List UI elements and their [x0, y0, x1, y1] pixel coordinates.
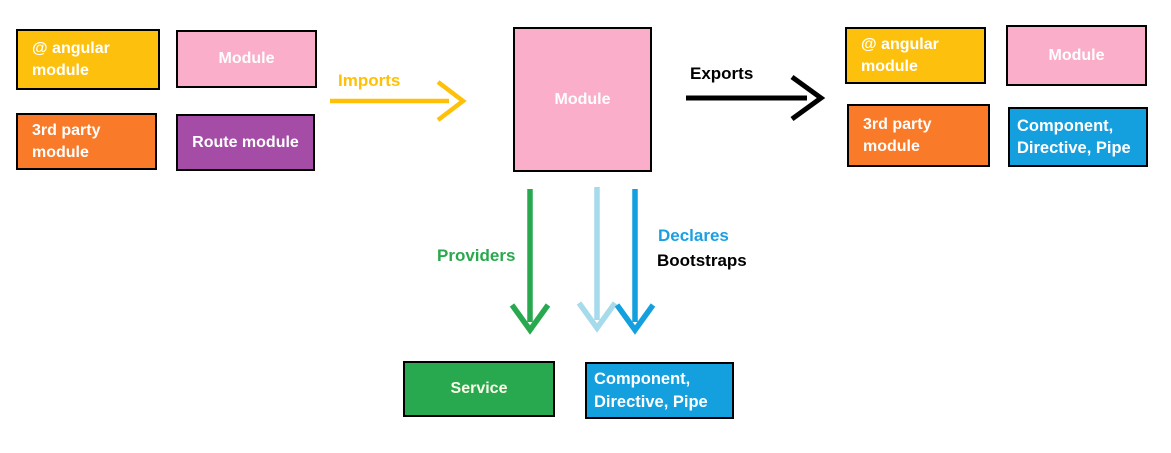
node-label: Module — [554, 90, 611, 108]
declares-label: Declares — [658, 226, 729, 245]
providers-arrow — [509, 189, 551, 335]
declares-arrow — [614, 189, 656, 335]
node-label-line: Directive, Pipe — [1017, 139, 1131, 157]
node-label: Module — [1048, 46, 1105, 64]
bootstraps-arrow — [576, 187, 618, 333]
node-label-line: module — [861, 57, 918, 75]
exports-label: Exports — [690, 64, 754, 83]
imports-label: Imports — [338, 71, 401, 90]
node-label-line: module — [32, 143, 89, 161]
node-angular-module-left: @ angular module — [16, 29, 160, 90]
providers-label: Providers — [437, 246, 516, 265]
node-module-left: Module — [176, 30, 317, 88]
node-label-line: Component, — [594, 370, 691, 389]
node-label-line: @ angular — [861, 35, 939, 53]
node-label-line: 3rd party — [32, 121, 101, 139]
node-angular-module-right: @ angular module — [845, 27, 986, 84]
node-component-bottom: Component, Directive, Pipe — [585, 362, 734, 419]
node-label: Service — [450, 380, 508, 398]
node-label-line: 3rd party — [863, 115, 932, 133]
node-label-line: module — [863, 137, 920, 155]
node-label: Route module — [192, 133, 299, 151]
node-route-module: Route module — [176, 114, 315, 171]
node-third-party-right: 3rd party module — [847, 104, 990, 167]
node-label-line: Directive, Pipe — [594, 392, 708, 411]
node-label-line: Component, — [1017, 116, 1114, 135]
node-service: Service — [403, 361, 555, 417]
node-label-line: @ angular — [32, 39, 110, 57]
node-third-party-left: 3rd party module — [16, 113, 157, 170]
bootstraps-label: Bootstraps — [657, 251, 747, 270]
node-label-line: module — [32, 61, 89, 79]
node-module-center: Module — [513, 27, 652, 172]
node-module-right: Module — [1006, 25, 1147, 86]
node-label: Module — [218, 50, 275, 68]
node-component-right: Component, Directive, Pipe — [1008, 107, 1148, 167]
